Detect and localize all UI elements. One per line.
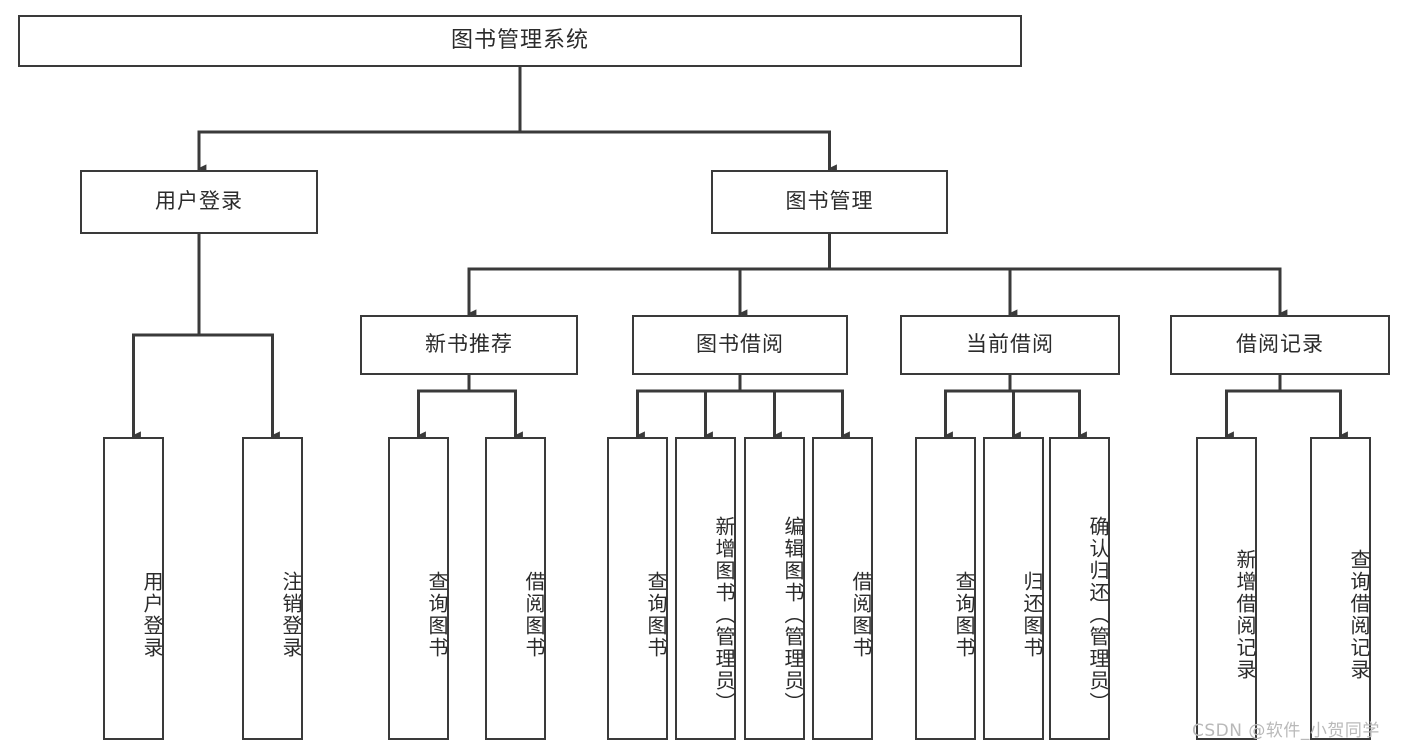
node-book-borrow[interactable]: 图书借阅: [632, 315, 848, 375]
node-leaf-confirm-return[interactable]: 确认归还（管理员）: [1049, 437, 1110, 740]
node-label: 借阅记录: [1236, 332, 1324, 357]
node-new-book-rec[interactable]: 新书推荐: [360, 315, 578, 375]
node-label: 图书借阅: [696, 332, 784, 357]
node-label: 查询借阅记录: [1347, 548, 1371, 681]
node-label: 借阅图书: [849, 570, 873, 659]
node-label: 图书管理: [785, 189, 874, 214]
node-label: 编辑图书（管理员）: [781, 515, 805, 714]
node-leaf-query-book-current[interactable]: 查询图书: [915, 437, 976, 740]
node-label: 新增图书（管理员）: [712, 515, 736, 714]
csdn-watermark: CSDN @软件_小贺同学: [1192, 721, 1380, 741]
node-label: 图书管理系统: [450, 27, 589, 53]
node-book-manage[interactable]: 图书管理: [711, 170, 948, 234]
node-leaf-borrow-book-rec[interactable]: 借阅图书: [485, 437, 546, 740]
node-leaf-return-book[interactable]: 归还图书: [983, 437, 1044, 740]
node-leaf-edit-book[interactable]: 编辑图书（管理员）: [744, 437, 805, 740]
node-leaf-add-record[interactable]: 新增借阅记录: [1196, 437, 1257, 740]
node-leaf-query-record[interactable]: 查询借阅记录: [1310, 437, 1371, 740]
node-borrow-record[interactable]: 借阅记录: [1170, 315, 1390, 375]
node-user-login[interactable]: 用户登录: [80, 170, 318, 234]
node-leaf-query-book-borrow[interactable]: 查询图书: [607, 437, 668, 740]
node-label: 新增借阅记录: [1233, 548, 1257, 681]
node-label: 查询图书: [644, 570, 668, 659]
node-leaf-add-book[interactable]: 新增图书（管理员）: [675, 437, 736, 740]
node-label: 新书推荐: [425, 332, 513, 357]
node-label: 用户登录: [155, 189, 243, 214]
node-label: 用户登录: [140, 570, 164, 659]
node-label: 查询图书: [952, 570, 976, 659]
node-label: 借阅图书: [522, 570, 546, 659]
node-label: 归还图书: [1020, 570, 1044, 659]
node-label: 当前借阅: [966, 332, 1054, 357]
node-label: 确认归还（管理员）: [1086, 515, 1110, 714]
node-leaf-query-book-rec[interactable]: 查询图书: [388, 437, 449, 740]
node-leaf-user-logout[interactable]: 注销登录: [242, 437, 303, 740]
node-current-borrow[interactable]: 当前借阅: [900, 315, 1120, 375]
node-leaf-borrow-book[interactable]: 借阅图书: [812, 437, 873, 740]
node-root[interactable]: 图书管理系统: [18, 15, 1022, 67]
node-leaf-user-login[interactable]: 用户登录: [103, 437, 164, 740]
node-label: 注销登录: [279, 570, 303, 659]
node-label: 查询图书: [425, 570, 449, 659]
